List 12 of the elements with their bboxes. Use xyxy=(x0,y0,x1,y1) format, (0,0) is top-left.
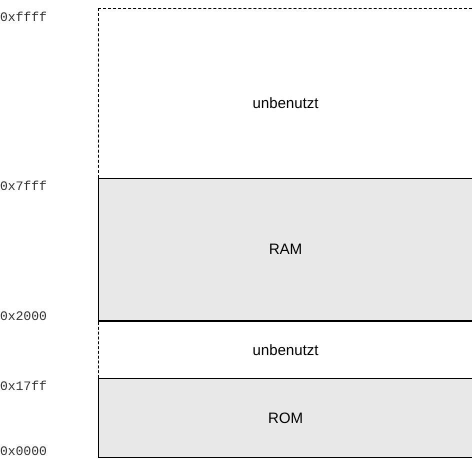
region-label: ROM xyxy=(268,410,303,426)
region-label: unbenutzt xyxy=(252,95,318,112)
address-label: 0x0000 xyxy=(0,444,47,459)
memory-region xyxy=(98,178,472,322)
memory-region xyxy=(98,378,472,458)
address-label: 0x7fff xyxy=(0,179,47,194)
unused-region xyxy=(98,8,472,178)
region-label: unbenutzt xyxy=(252,342,318,358)
region-label: RAM xyxy=(268,241,302,258)
address-label: 0x2000 xyxy=(0,309,47,324)
address-label: 0xffff xyxy=(0,10,47,25)
address-label: 0x17ff xyxy=(0,379,47,394)
